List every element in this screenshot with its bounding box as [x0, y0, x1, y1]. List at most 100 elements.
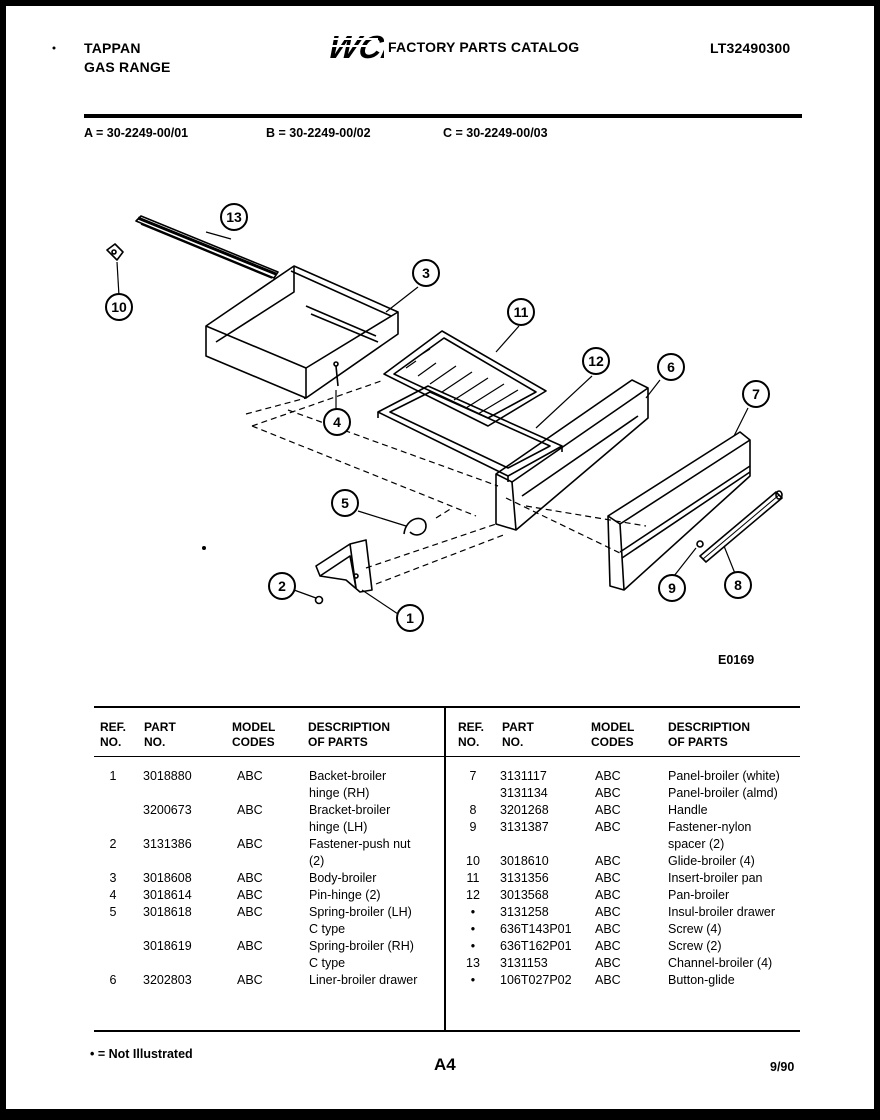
callout-3: 3 — [412, 259, 440, 287]
part-description: C type — [309, 922, 346, 936]
part-description: C type — [309, 956, 346, 970]
broiler-pan-part — [377, 385, 563, 482]
callout-11: 11 — [507, 298, 535, 326]
model-codes: ABC — [237, 939, 263, 953]
broiler-hinge-bracket-part — [315, 539, 373, 593]
channel-broiler-part — [135, 215, 279, 279]
part-description: Pan-broiler — [668, 888, 730, 902]
part-no: 636T162P01 — [500, 939, 572, 953]
svg-text:3: 3 — [422, 265, 430, 281]
table-header-rule — [94, 756, 800, 757]
broiler-panel-part — [607, 431, 751, 591]
broiler-body-part — [205, 265, 399, 399]
model-codes: ABC — [237, 888, 263, 902]
hinge-pin-part — [333, 361, 339, 387]
part-no: 3131258 — [500, 905, 549, 919]
ref-no: • — [470, 939, 476, 953]
spring-broiler-part — [403, 517, 427, 536]
callout-13: 13 — [220, 203, 248, 231]
callout-10: 10 — [105, 293, 133, 321]
part-description: hinge (LH) — [309, 820, 368, 834]
part-no: 3131387 — [500, 820, 549, 834]
model-codes: ABC — [595, 871, 621, 885]
diagram-code: E0169 — [718, 653, 755, 667]
part-description: Channel-broiler (4) — [668, 956, 773, 970]
part-description: (2) — [309, 854, 325, 868]
ref-no: 12 — [466, 888, 480, 902]
handle-part — [699, 490, 783, 563]
part-no: 3131117 — [500, 769, 547, 783]
exploded-parts-diagram: 13 10 3 11 12 6 7 4 5 2 1 9 8 — [52, 46, 783, 632]
part-no: 3131386 — [143, 837, 192, 851]
callout-5: 5 — [331, 489, 359, 517]
ref-no: 10 — [466, 854, 480, 868]
table-top-rule — [94, 706, 800, 708]
part-description: Panel-broiler (almd) — [668, 786, 778, 800]
ref-no: 9 — [469, 820, 477, 834]
ref-no: 3 — [109, 871, 117, 885]
glide-broiler-part — [106, 243, 124, 261]
broiler-drawer-liner-part — [495, 379, 649, 531]
part-no: 3013568 — [500, 888, 549, 902]
ref-no: • — [470, 973, 476, 987]
table-bottom-rule — [94, 1030, 800, 1032]
part-description: Insul-broiler drawer — [668, 905, 775, 919]
part-no: 3201268 — [500, 803, 549, 817]
callout-8: 8 — [724, 571, 752, 599]
part-description: spacer (2) — [668, 837, 725, 851]
part-description: Body-broiler — [309, 871, 377, 885]
part-description: Panel-broiler (white) — [668, 769, 780, 783]
ref-no: 1 — [109, 769, 117, 783]
ref-no: • — [470, 922, 476, 936]
callout-4: 4 — [323, 408, 351, 436]
part-no: 3018610 — [500, 854, 549, 868]
svg-text:6: 6 — [667, 359, 675, 375]
part-description: Screw (2) — [668, 939, 722, 953]
catalog-title: FACTORY PARTS CATALOG — [388, 39, 580, 55]
model-c: C = 30-2249-00/03 — [443, 126, 548, 140]
model-codes: ABC — [595, 854, 621, 868]
model-codes: ABC — [237, 905, 263, 919]
model-codes: ABC — [595, 973, 621, 987]
model-codes: ABC — [237, 837, 263, 851]
svg-text:13: 13 — [226, 209, 242, 225]
part-description: Button-glide — [668, 973, 735, 987]
part-description: Spring-broiler (LH) — [309, 905, 412, 919]
part-no: 3200673 — [143, 803, 192, 817]
ref-no: 4 — [109, 888, 117, 902]
brand-line-1: TAPPAN — [84, 40, 141, 56]
catalog-sheet: TAPPAN GAS RANGE WCI FACTORY PARTS CATAL… — [6, 6, 874, 1109]
part-no: 3131356 — [500, 871, 549, 885]
part-no: 3018618 — [143, 905, 192, 919]
part-description: Liner-broiler drawer — [309, 973, 418, 987]
model-codes: ABC — [595, 939, 621, 953]
model-codes: ABC — [237, 769, 263, 783]
part-no: 636T143P01 — [500, 922, 572, 936]
svg-text:8: 8 — [734, 577, 742, 593]
callout-2: 2 — [268, 572, 296, 600]
broiler-pan-insert-part — [383, 330, 547, 427]
left-ref-header: REF.NO. — [100, 720, 127, 749]
callout-12: 12 — [582, 347, 610, 375]
ref-no: 8 — [469, 803, 477, 817]
callout-leaders — [116, 231, 749, 615]
svg-text:2: 2 — [278, 578, 286, 594]
model-codes: ABC — [595, 786, 621, 800]
svg-text:7: 7 — [752, 386, 760, 402]
ref-no: 5 — [109, 905, 117, 919]
ref-no: 2 — [109, 837, 117, 851]
model-codes: ABC — [595, 820, 621, 834]
brand-line-2: GAS RANGE — [84, 59, 171, 75]
nylon-spacer-part — [696, 540, 704, 548]
model-codes: ABC — [595, 956, 621, 970]
part-description: Insert-broiler pan — [668, 871, 763, 885]
part-description: Screw (4) — [668, 922, 722, 936]
model-codes: ABC — [595, 922, 621, 936]
ref-no: • — [470, 905, 476, 919]
svg-text:12: 12 — [588, 353, 604, 369]
svg-text:5: 5 — [341, 495, 349, 511]
